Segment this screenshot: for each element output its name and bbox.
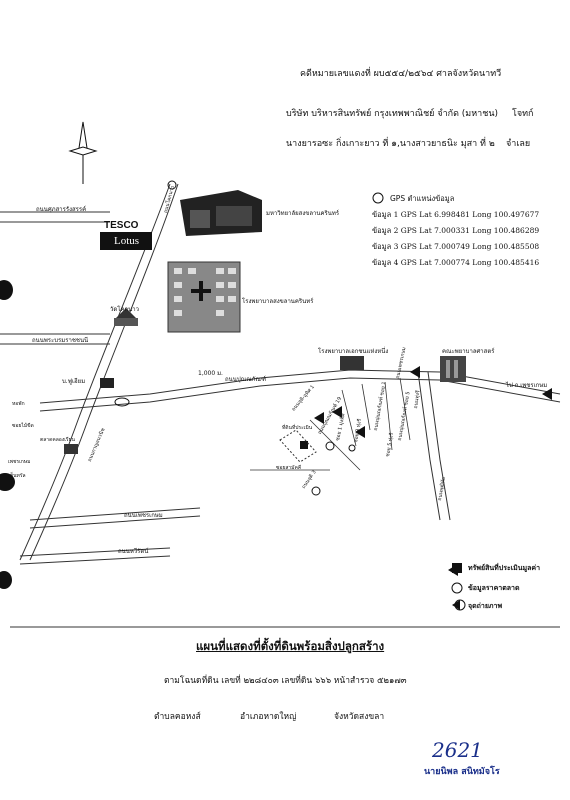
gps-row-text: 3 GPS Lat 7.000749 Long 100.485508 xyxy=(393,242,540,251)
deed-line: ตามโฉนดที่ดิน เลขที่ ๒๒๘๔๐๓ เลขที่ดิน ๖๖… xyxy=(164,676,407,686)
lotus-text: Lotus xyxy=(114,235,140,247)
gps-row-label: ข้อมูล xyxy=(372,242,392,251)
case-number: คดีหมายเลขแดงที่ ผบ๕๕๔/๒๕๖๔ ศาลจังหวัดนา… xyxy=(300,69,502,79)
road-top-left xyxy=(0,211,110,223)
location-province: จังหวัดสงขลา xyxy=(334,712,385,722)
plaintiff-role: โจทก์ xyxy=(512,109,534,119)
label-univ: มหาวิทยาลัยสงขลานครินทร์ xyxy=(266,210,340,217)
main-road xyxy=(19,183,179,561)
tesco-text: TESCO xyxy=(104,220,139,231)
temple-icon xyxy=(114,308,138,326)
filled-square-icon xyxy=(452,563,462,573)
location-subdistrict: ตำบลคอหงส์ xyxy=(154,712,201,722)
label-road-bottom2: ถนนหวีรัตน์ xyxy=(118,548,149,555)
camera-marker-icon xyxy=(452,599,466,611)
gps-legend-circle-icon xyxy=(372,192,384,204)
defendant-role: จำเลย xyxy=(506,139,531,149)
label-road-mid: ถนนปุณณกัณฑ์ xyxy=(225,376,266,383)
branch-icon xyxy=(100,378,114,388)
label-hospital: โรงพยาบาลสงขลานครินทร์ xyxy=(242,298,314,305)
road-left-mid xyxy=(0,333,110,345)
gps-row-text: 2 GPS Lat 7.000331 Long 100.486289 xyxy=(393,226,540,235)
location-district: อำเภอหาดใหญ่ xyxy=(240,712,297,722)
gps-row-label: ข้อมูล xyxy=(372,226,392,235)
lower-roads xyxy=(19,507,201,565)
legend-market-label: ข้อมูลราคาตลาด xyxy=(468,584,520,592)
gps-row-4: ข้อมูล 4 GPS Lat 7.000774 Long 100.48541… xyxy=(372,257,539,269)
legend-icons xyxy=(451,563,466,611)
label-road-bottom1: ถนนเพชรเกษม xyxy=(124,512,163,519)
circle-icon xyxy=(451,582,463,594)
signature: 2621 xyxy=(432,738,483,762)
label-road-top-left: ถนนศุภสารรังสรรค์ xyxy=(36,206,87,213)
sois xyxy=(250,377,411,471)
parcel-marker xyxy=(300,441,308,449)
label-branch: บ.ฟูเฮียม xyxy=(62,378,86,385)
gps-row-1: ข้อมูล 1 GPS Lat 6.998481 Long 100.49767… xyxy=(372,209,539,221)
label-to-road: ไป ถ.เพชรเกษม xyxy=(506,382,548,389)
gps-row-text: 4 GPS Lat 7.000774 Long 100.485416 xyxy=(393,258,540,267)
gps-row-text: 1 GPS Lat 6.998481 Long 100.497677 xyxy=(393,210,540,219)
gps-title: GPS ตำแหน่งข้อมูล xyxy=(390,194,455,203)
label-side2: ซอยไม้ขีด xyxy=(12,423,34,429)
label-distance: 1,000 ม. xyxy=(198,370,223,377)
label-wrapped-land: ที่ดินที่ประเมิน xyxy=(282,425,313,431)
edge-markers xyxy=(0,280,15,589)
gps-row-2: ข้อมูล 2 GPS Lat 7.000331 Long 100.48628… xyxy=(372,225,539,237)
legend-parcel-label: ทรัพย์สินที่ประเมินมูลค่า xyxy=(468,564,541,572)
label-wat: วัดโคกนาว xyxy=(110,306,139,313)
label-side1: หอพัก xyxy=(12,401,25,407)
hospital2-building-icon xyxy=(340,356,364,370)
gps-row-label: ข้อมูล xyxy=(372,210,392,219)
gps-circles xyxy=(167,180,356,496)
legend-photo-label: จุดถ่ายภาพ xyxy=(468,602,503,610)
market-icon xyxy=(64,444,78,454)
assessed-land-area xyxy=(279,429,317,463)
north-arrow-icon xyxy=(68,121,98,184)
gps-row-3: ข้อมูล 3 GPS Lat 7.000749 Long 100.48550… xyxy=(372,241,539,253)
label-road-left-mid: ถนนพระบรมราชชนนี xyxy=(32,337,89,344)
plaintiff: บริษัท บริหารสินทรัพย์ กรุงเทพพาณิชย์ จำ… xyxy=(286,109,499,119)
label-central: เซ็นทรัล xyxy=(8,473,26,479)
label-hospital2: โรงพยาบาลเอกชนแห่งหนึ่ง xyxy=(318,348,389,355)
camera-markers xyxy=(314,366,552,576)
gps-row-label: ข้อมูล xyxy=(372,258,392,267)
map-title: แผนที่แสดงที่ตั้งที่ดินพร้อมสิ่งปลูกสร้า… xyxy=(196,639,385,653)
defendants: นางยารอซะ กิ่งเกาะยาว ที่ ๑,นางสาวยาธนิะ… xyxy=(286,139,495,149)
nursing-building-icon xyxy=(440,356,466,382)
hospital-building-icon xyxy=(167,261,241,333)
label-side3: เพชรเกษม xyxy=(8,459,31,465)
road-right xyxy=(417,371,451,521)
tesco-lotus-logo xyxy=(100,232,152,250)
signer-name: นายนิพล สนิทมัจโร xyxy=(424,767,500,777)
label-soi: ซอยสามัคคี xyxy=(276,465,302,471)
car-icon xyxy=(114,397,130,407)
university-building-icon xyxy=(180,190,262,236)
label-market: ตลาดคลองเรียน xyxy=(40,437,75,443)
label-nursing: คณะพยาบาลศาสตร์ xyxy=(442,348,495,355)
